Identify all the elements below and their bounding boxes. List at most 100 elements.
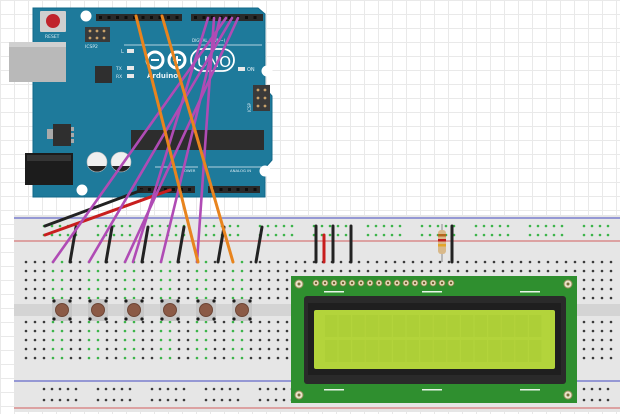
rail-hole[interactable] bbox=[104, 224, 108, 228]
breadboard-hole[interactable] bbox=[78, 296, 82, 300]
breadboard-hole[interactable] bbox=[69, 269, 73, 273]
breadboard-hole[interactable] bbox=[150, 296, 154, 300]
breadboard-hole[interactable] bbox=[33, 269, 37, 273]
breadboard-hole[interactable] bbox=[78, 338, 82, 342]
rail-hole[interactable] bbox=[482, 233, 486, 237]
breadboard-hole[interactable] bbox=[222, 356, 226, 360]
ground-jumper-wire[interactable] bbox=[216, 225, 226, 264]
rail-hole[interactable] bbox=[58, 387, 62, 391]
header-pin[interactable] bbox=[175, 16, 179, 19]
breadboard-hole[interactable] bbox=[591, 347, 595, 351]
breadboard-hole[interactable] bbox=[204, 278, 208, 282]
breadboard-hole[interactable] bbox=[42, 287, 46, 291]
breadboard-hole[interactable] bbox=[483, 269, 487, 273]
breadboard-hole[interactable] bbox=[465, 260, 469, 264]
breadboard-hole[interactable] bbox=[195, 287, 199, 291]
breadboard-hole[interactable] bbox=[591, 329, 595, 333]
breadboard-hole[interactable] bbox=[420, 260, 424, 264]
rail-hole[interactable] bbox=[258, 398, 262, 402]
breadboard-hole[interactable] bbox=[600, 329, 604, 333]
breadboard-hole[interactable] bbox=[249, 260, 253, 264]
breadboard-hole[interactable] bbox=[123, 329, 127, 333]
rail-hole[interactable] bbox=[66, 387, 70, 391]
breadboard-hole[interactable] bbox=[60, 296, 64, 300]
breadboard-hole[interactable] bbox=[492, 269, 496, 273]
breadboard-hole[interactable] bbox=[231, 329, 235, 333]
breadboard-hole[interactable] bbox=[384, 260, 388, 264]
rail-hole[interactable] bbox=[212, 233, 216, 237]
rail-hole[interactable] bbox=[398, 233, 402, 237]
ground-wire[interactable] bbox=[43, 188, 144, 228]
rail-hole[interactable] bbox=[174, 233, 178, 237]
breadboard-hole[interactable] bbox=[114, 347, 118, 351]
breadboard-hole[interactable] bbox=[24, 260, 28, 264]
rail-hole[interactable] bbox=[204, 224, 208, 228]
rail-hole[interactable] bbox=[228, 233, 232, 237]
breadboard-hole[interactable] bbox=[582, 338, 586, 342]
breadboard-hole[interactable] bbox=[51, 320, 55, 324]
rail-hole[interactable] bbox=[598, 387, 602, 391]
breadboard-hole[interactable] bbox=[249, 347, 253, 351]
rail-hole[interactable] bbox=[158, 224, 162, 228]
breadboard-hole[interactable] bbox=[465, 269, 469, 273]
button-cap[interactable] bbox=[55, 303, 69, 317]
rail-hole[interactable] bbox=[236, 233, 240, 237]
breadboard-hole[interactable] bbox=[600, 287, 604, 291]
button-cap[interactable] bbox=[163, 303, 177, 317]
rail-hole[interactable] bbox=[266, 233, 270, 237]
breadboard-hole[interactable] bbox=[303, 260, 307, 264]
header-pin[interactable] bbox=[148, 188, 151, 191]
breadboard-hole[interactable] bbox=[204, 347, 208, 351]
breadboard-hole[interactable] bbox=[123, 347, 127, 351]
breadboard-hole[interactable] bbox=[258, 338, 262, 342]
breadboard-hole[interactable] bbox=[141, 287, 145, 291]
breadboard-hole[interactable] bbox=[141, 296, 145, 300]
rail-hole[interactable] bbox=[598, 224, 602, 228]
breadboard-hole[interactable] bbox=[582, 260, 586, 264]
breadboard-hole[interactable] bbox=[177, 329, 181, 333]
breadboard-hole[interactable] bbox=[582, 329, 586, 333]
breadboard-hole[interactable] bbox=[384, 269, 388, 273]
header-pin[interactable] bbox=[253, 188, 257, 191]
breadboard-hole[interactable] bbox=[168, 296, 172, 300]
breadboard-hole[interactable] bbox=[195, 278, 199, 282]
breadboard-hole[interactable] bbox=[69, 329, 73, 333]
breadboard-hole[interactable] bbox=[114, 338, 118, 342]
breadboard-hole[interactable] bbox=[573, 269, 577, 273]
breadboard-hole[interactable] bbox=[78, 260, 82, 264]
breadboard-hole[interactable] bbox=[609, 320, 613, 324]
breadboard-hole[interactable] bbox=[276, 320, 280, 324]
breadboard-hole[interactable] bbox=[195, 347, 199, 351]
rail-hole[interactable] bbox=[220, 398, 224, 402]
breadboard-hole[interactable] bbox=[501, 260, 505, 264]
breadboard-hole[interactable] bbox=[123, 296, 127, 300]
breadboard-hole[interactable] bbox=[231, 320, 235, 324]
rail-hole[interactable] bbox=[528, 233, 532, 237]
rail-hole[interactable] bbox=[120, 224, 124, 228]
breadboard-hole[interactable] bbox=[420, 269, 424, 273]
breadboard-hole[interactable] bbox=[141, 269, 145, 273]
signal-wire-purple[interactable] bbox=[87, 16, 234, 264]
breadboard-hole[interactable] bbox=[582, 356, 586, 360]
breadboard-hole[interactable] bbox=[87, 356, 91, 360]
header-pin[interactable] bbox=[172, 188, 175, 191]
button-cap[interactable] bbox=[91, 303, 105, 317]
header-pin[interactable] bbox=[188, 188, 191, 191]
breadboard-hole[interactable] bbox=[204, 338, 208, 342]
breadboard-hole[interactable] bbox=[213, 320, 217, 324]
rail-hole[interactable] bbox=[236, 398, 240, 402]
rail-hole[interactable] bbox=[212, 387, 216, 391]
rail-hole[interactable] bbox=[590, 224, 594, 228]
push-button[interactable] bbox=[52, 299, 72, 321]
breadboard-hole[interactable] bbox=[123, 338, 127, 342]
breadboard-hole[interactable] bbox=[249, 269, 253, 273]
breadboard-hole[interactable] bbox=[366, 269, 370, 273]
breadboard-hole[interactable] bbox=[222, 329, 226, 333]
breadboard-hole[interactable] bbox=[33, 329, 37, 333]
breadboard-hole[interactable] bbox=[123, 269, 127, 273]
breadboard-hole[interactable] bbox=[591, 320, 595, 324]
breadboard-hole[interactable] bbox=[501, 269, 505, 273]
breadboard-hole[interactable] bbox=[69, 347, 73, 351]
breadboard-hole[interactable] bbox=[258, 278, 262, 282]
breadboard-hole[interactable] bbox=[456, 269, 460, 273]
